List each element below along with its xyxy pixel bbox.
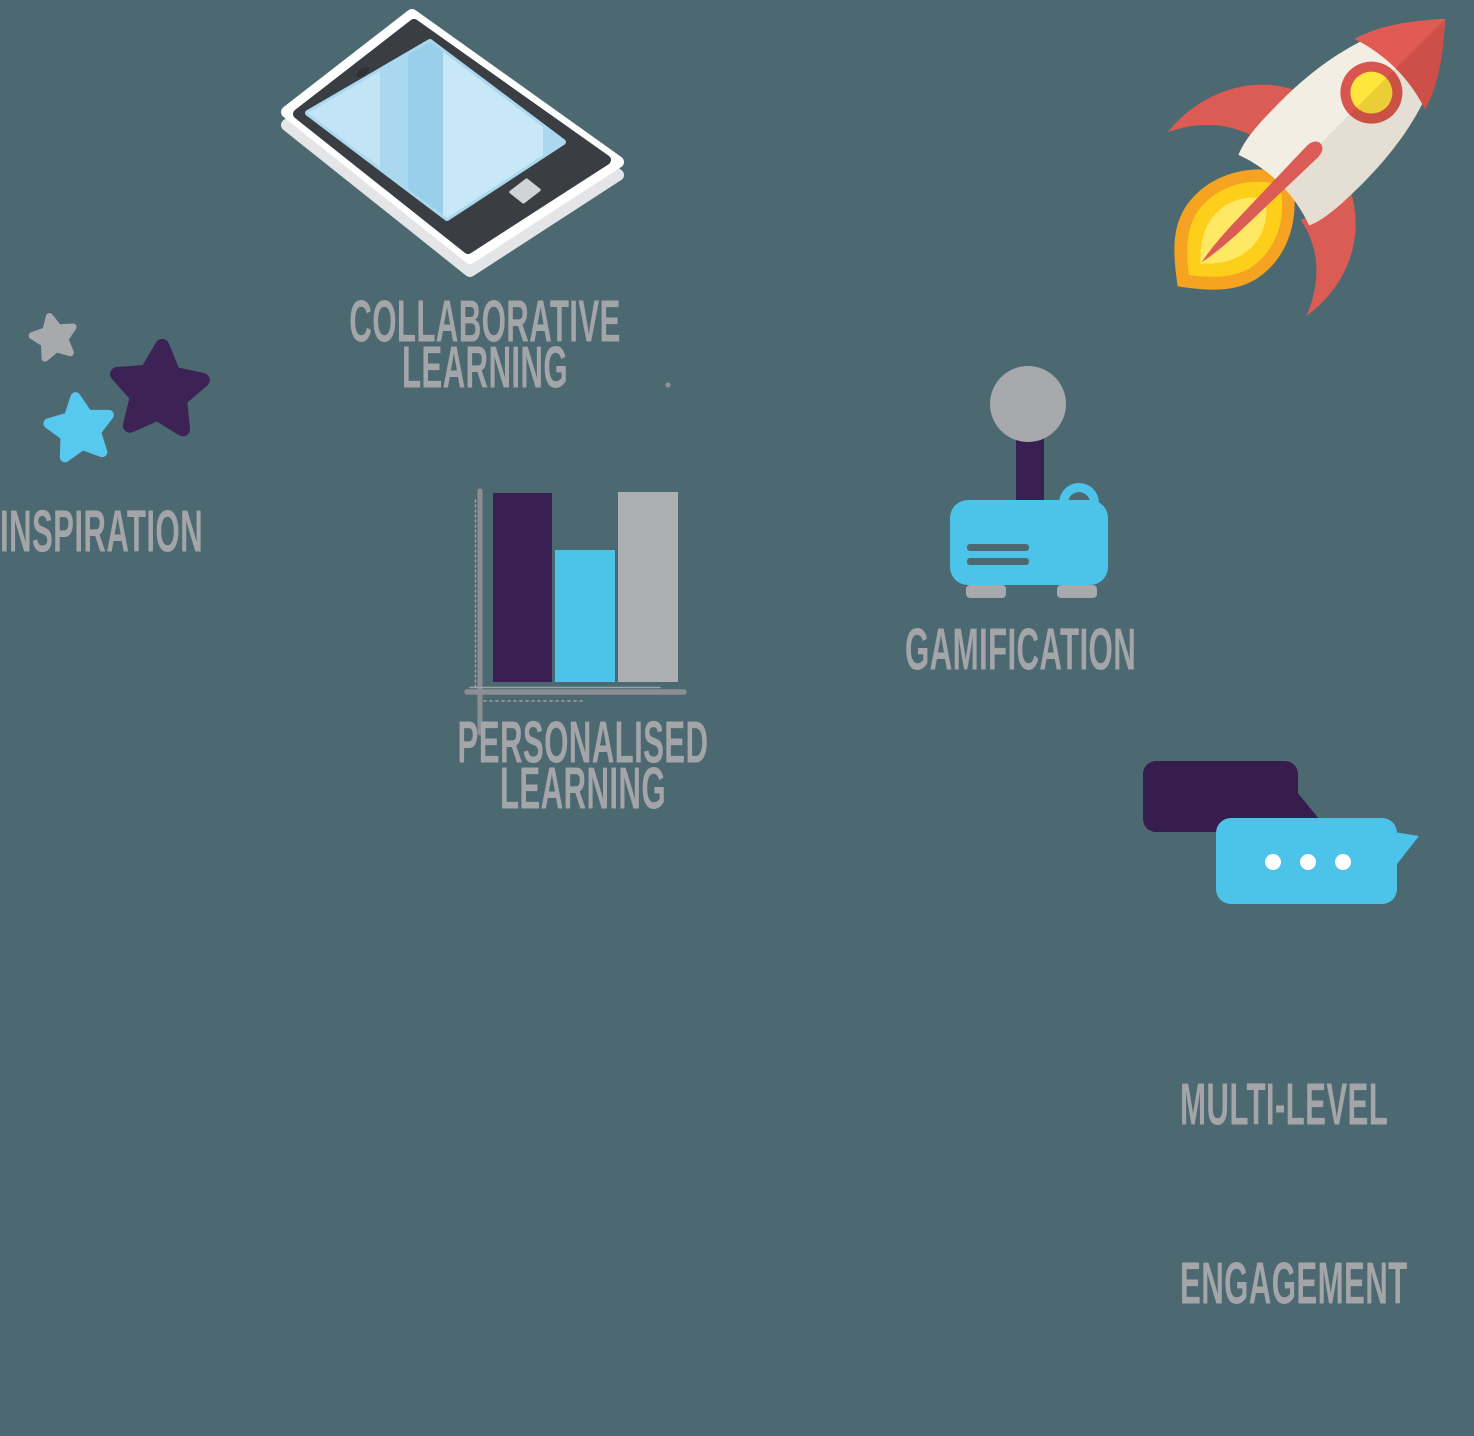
rocket-exhaust-spike: [1201, 141, 1323, 263]
chart-axes: [464, 488, 687, 736]
label-multi-level-engagement: MULTI-LEVEL ENGAGEMENT: [1180, 954, 1408, 1432]
label-multilevel-line2: ENGAGEMENT: [1180, 1249, 1408, 1317]
label-personalised-line1: PERSONALISED: [457, 708, 709, 776]
label-gamification: GAMIFICATION: [905, 615, 1137, 683]
star-large-purple: [110, 338, 210, 437]
bar-chart-icon: [464, 488, 687, 736]
stars-icon: [28, 312, 210, 463]
joystick-vent-bottom: [967, 558, 1029, 565]
illustration-layer: [28, 9, 1474, 904]
label-collaborative-learning: COLLABORATIVE LEARNING: [235, 287, 735, 397]
bar-blue: [555, 550, 615, 682]
tablet-icon: [281, 9, 624, 277]
joystick-foot-left: [966, 585, 1006, 598]
speech-bubbles-icon: [1143, 761, 1419, 904]
joystick-stick: [1016, 436, 1044, 506]
star-small-gray: [28, 312, 77, 362]
bar-purple: [493, 493, 552, 682]
label-collaborative-line2: LEARNING: [401, 333, 569, 401]
typing-dot: [1265, 854, 1281, 870]
label-collaborative-line1: COLLABORATIVE: [349, 287, 621, 355]
joystick-vent-top: [967, 544, 1029, 551]
rocket-nose-cone: [1354, 19, 1445, 110]
tablet-home-button: [509, 178, 541, 204]
rocket-window: [1350, 71, 1393, 114]
decorative-speck: [665, 382, 671, 388]
joystick-base: [950, 500, 1108, 585]
label-personalised-learning: PERSONALISED LEARNING: [333, 708, 833, 818]
bar-gray: [618, 492, 678, 682]
joystick-icon: [950, 366, 1108, 598]
speech-bubble-blue: [1216, 818, 1419, 904]
joystick-handle: [1059, 483, 1099, 503]
label-multilevel-line1: MULTI-LEVEL: [1180, 1069, 1389, 1138]
infographic-canvas: INSPIRATION COLLABORATIVE LEARNING PERSO…: [0, 9, 1474, 1313]
star-medium-blue: [43, 392, 114, 463]
joystick-foot-right: [1057, 585, 1097, 598]
rocket-icon: [1167, 10, 1474, 317]
tablet-camera: [357, 66, 369, 78]
label-inspiration: INSPIRATION: [0, 497, 204, 565]
label-personalised-line2: LEARNING: [499, 754, 667, 822]
typing-dot: [1335, 854, 1351, 870]
typing-dot: [1300, 854, 1316, 870]
joystick-ball: [990, 366, 1066, 442]
